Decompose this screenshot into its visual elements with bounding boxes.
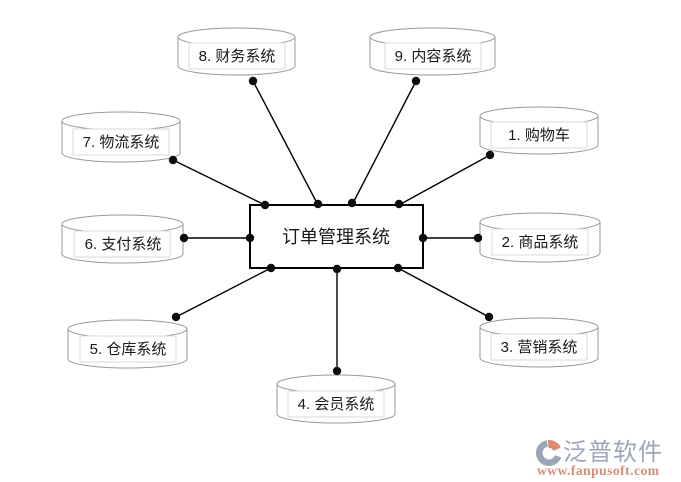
connectors (172, 80, 491, 371)
node-label-box (490, 333, 588, 361)
node-label: 2. 商品系统 (502, 234, 579, 251)
watermark-url-text[interactable]: www.fanpusoft.com (537, 463, 660, 478)
node-label: 7. 物流系统 (83, 134, 160, 151)
node-label-box (72, 128, 170, 156)
connection-dot (411, 76, 421, 86)
connection-dot (393, 263, 403, 273)
connection-dot (260, 200, 270, 210)
node-cylinder-9[interactable]: 9. 内容系统 (369, 27, 496, 76)
node-label: 9. 内容系统 (395, 48, 472, 65)
node-label: 8. 财务系统 (199, 48, 276, 65)
connector-line (397, 267, 490, 318)
connector-line (172, 159, 266, 206)
node-label: 6. 支付系统 (85, 236, 162, 253)
node-label: 3. 营销系统 (501, 339, 578, 356)
connection-dot (394, 199, 404, 209)
connection-dot (484, 312, 494, 322)
node-label-box (491, 228, 589, 256)
connection-dot (485, 150, 495, 160)
node-label-box (73, 230, 171, 258)
node-label: 1. 购物车 (508, 127, 570, 144)
center-node-order-management[interactable]: 订单管理系统 (249, 204, 424, 269)
connection-dot (332, 366, 342, 376)
node-cylinder-3[interactable]: 3. 营销系统 (479, 317, 599, 368)
watermark: 泛普软件 www.fanpusoft.com (535, 439, 663, 478)
node-cylinder-8[interactable]: 8. 财务系统 (177, 27, 296, 76)
connection-dot (418, 233, 428, 243)
connection-dot (179, 233, 189, 243)
connection-dots (168, 76, 495, 376)
node-cylinder-5[interactable]: 5. 仓库系统 (67, 319, 188, 369)
connection-dot (332, 264, 342, 274)
node-label-box (188, 42, 286, 70)
logo-gray-swirl (535, 440, 562, 467)
fanpu-logo-icon (535, 440, 562, 467)
node-label: 4. 会员系统 (298, 396, 375, 413)
node-label-box (490, 121, 588, 149)
logo-coral-swirl (547, 440, 561, 451)
center-label: 订单管理系统 (282, 227, 390, 247)
node-cylinder-4[interactable]: 4. 会员系统 (276, 374, 396, 424)
watermark-brand-text: 泛普软件 (563, 439, 663, 466)
connector-line (252, 80, 319, 206)
connection-dot (168, 155, 178, 165)
connector-line (351, 80, 417, 206)
node-label-box (384, 42, 482, 70)
connector-line (175, 267, 272, 318)
node-cylinder-1[interactable]: 1. 购物车 (479, 106, 599, 155)
connection-dot (313, 199, 323, 209)
node-cylinder-6[interactable]: 6. 支付系统 (61, 214, 184, 264)
connection-dot (245, 233, 255, 243)
node-cylinder-7[interactable]: 7. 物流系统 (61, 111, 181, 163)
connection-dot (171, 312, 181, 322)
connection-dot (248, 76, 258, 86)
node-label-box (79, 335, 177, 363)
node-label-box (287, 390, 385, 418)
node-label: 5. 仓库系统 (90, 341, 167, 358)
connection-dot (473, 233, 483, 243)
connector-line (398, 154, 491, 206)
connection-dot (347, 198, 357, 208)
node-cylinder-2[interactable]: 2. 商品系统 (479, 212, 601, 263)
connection-dot (266, 263, 276, 273)
